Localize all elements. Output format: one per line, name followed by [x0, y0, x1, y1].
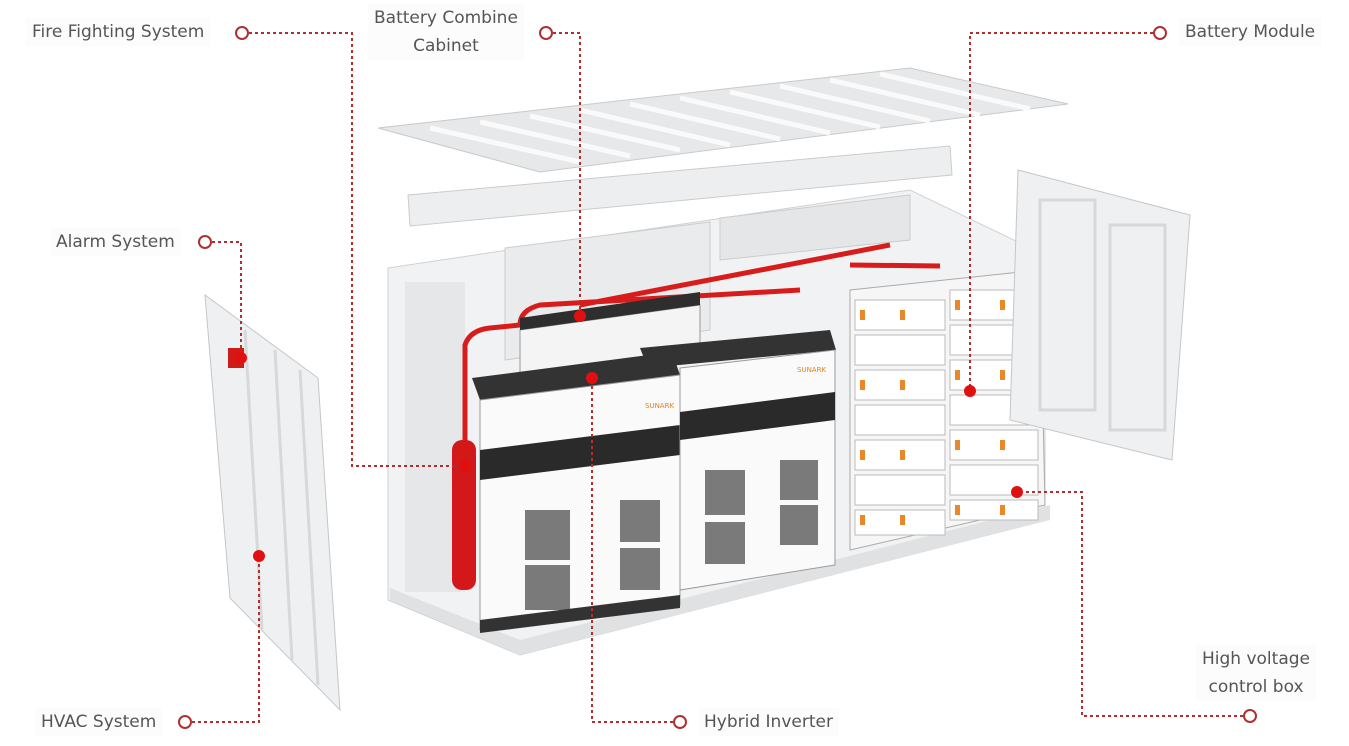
label-anchor-circles: [178, 26, 1257, 729]
battery-racks: [849, 269, 1046, 551]
label-high-voltage-control-box: High voltage control box: [1196, 645, 1316, 701]
label-hybrid-inverter: Hybrid Inverter: [698, 708, 839, 736]
logo: SUNARK: [645, 402, 674, 410]
label-line: High voltage: [1202, 649, 1310, 669]
left-door: [204, 293, 341, 712]
leader-lines: [192, 32, 1243, 723]
label-battery-module: Battery Module: [1179, 18, 1322, 46]
label-battery-combine-cabinet: Battery Combine Cabinet: [368, 4, 524, 60]
inverter-right: [640, 330, 836, 591]
label-line: Battery Combine: [374, 8, 518, 28]
label-line: Cabinet: [413, 36, 479, 56]
fire-extinguisher: [452, 440, 476, 590]
label-hvac-system: HVAC System: [35, 708, 163, 736]
label-line: control box: [1208, 677, 1304, 697]
label-fire-fighting-system: Fire Fighting System: [26, 18, 211, 46]
roof-panel: [377, 67, 1069, 227]
target-dots: [235, 310, 1023, 562]
inverter-left: [472, 352, 681, 633]
svg-text:SUNARK: SUNARK: [797, 366, 826, 374]
right-door: [1009, 169, 1191, 461]
fire-pipe: [462, 242, 941, 466]
label-alarm-system: Alarm System: [50, 228, 181, 256]
